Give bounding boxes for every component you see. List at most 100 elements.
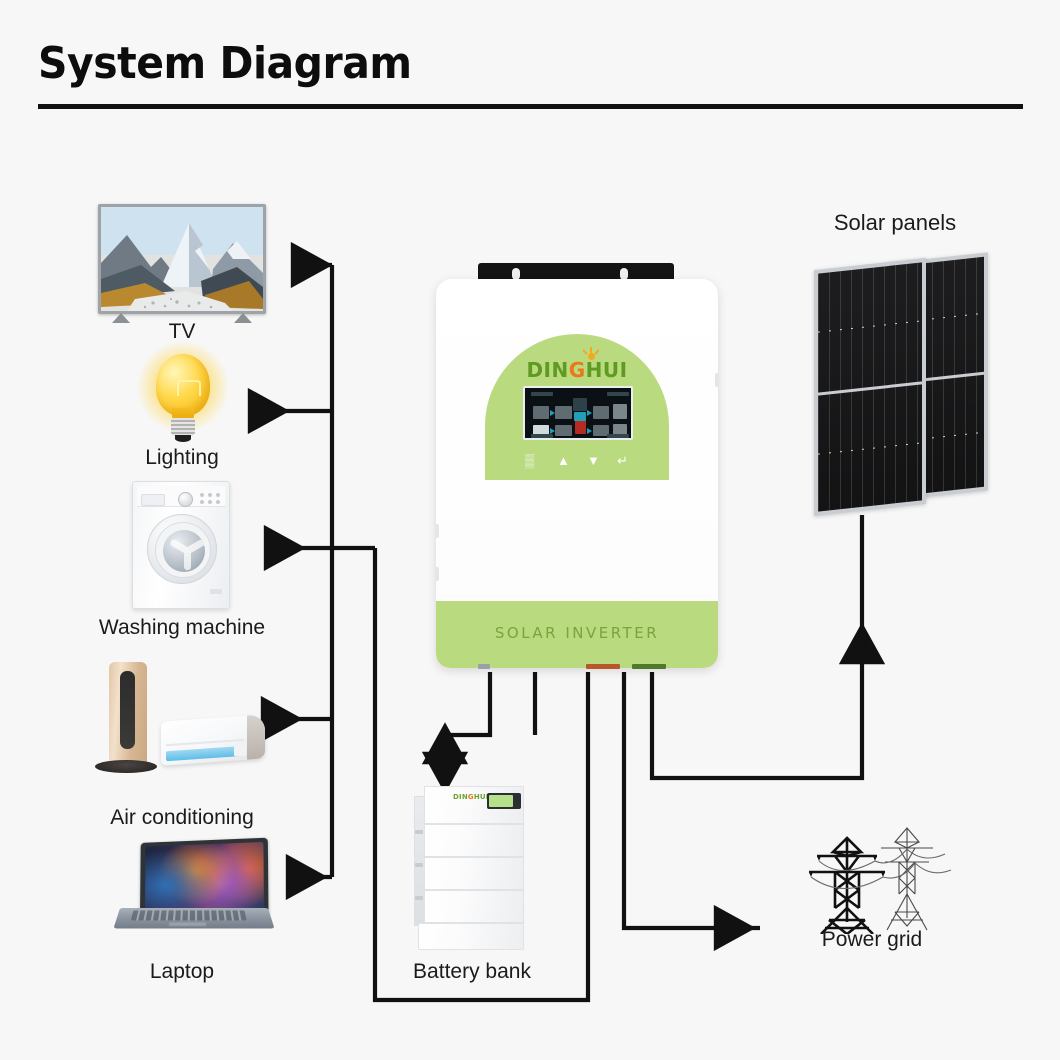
- tv-screen: [101, 207, 263, 311]
- brand-prefix: DIN: [453, 793, 468, 801]
- washer-door-ring: [155, 522, 211, 578]
- inverter-lcd-display[interactable]: [523, 386, 633, 440]
- tv-bezel: [98, 204, 266, 314]
- ac-tower-base: [95, 760, 157, 773]
- bulb-glass: [156, 354, 210, 416]
- page-title: System Diagram: [38, 38, 412, 89]
- inverter-vent: [436, 567, 439, 581]
- battery-module: [424, 824, 524, 857]
- washer-drum-vane: [184, 551, 191, 570]
- washer-door: [147, 514, 217, 584]
- sun-icon: [582, 347, 600, 361]
- ac-tower-vent: [120, 671, 135, 749]
- ac-split-seam: [166, 738, 244, 747]
- lighting-label: Lighting: [145, 446, 219, 469]
- battery-module: [424, 857, 524, 890]
- inverter-bottom-band: SOLAR INVERTER: [436, 599, 718, 668]
- brand-suffix: HUI: [473, 793, 489, 801]
- air-conditioner-icon: [95, 662, 269, 780]
- brand-accent: G: [467, 793, 474, 801]
- washing-machine-icon: [132, 481, 230, 609]
- battery-handle: [415, 863, 423, 867]
- ac-split-air-outlet: [166, 745, 244, 762]
- brand-accent: G: [568, 358, 586, 382]
- transmission-tower-icon: [795, 822, 955, 936]
- wire-solar-to-inverter: [649, 640, 865, 781]
- washer-control-panel: [137, 486, 225, 507]
- solar-panel-cells: [818, 262, 922, 512]
- tv-label: TV: [168, 320, 196, 343]
- inverter-model-label: SOLAR INVERTER: [494, 624, 660, 642]
- air-conditioning-label: Air conditioning: [110, 806, 254, 829]
- light-bulb-icon: [136, 340, 230, 444]
- washer-door-glass: [163, 530, 205, 572]
- inverter-keypad[interactable]: ▒ ▲ ▼ ↵: [523, 454, 633, 470]
- solar-busbar: [818, 320, 922, 333]
- inverter-vent: [436, 524, 439, 538]
- solar-busbar: [818, 442, 922, 455]
- bulb-neck: [172, 408, 194, 420]
- battery-bank-label: Battery bank: [413, 960, 531, 983]
- inverter-terminal-ac: [586, 664, 620, 669]
- battery-display-screen: [489, 795, 513, 807]
- tv-stand-left: [112, 313, 130, 323]
- inverter-brand-logo: DINGHUI: [485, 358, 669, 382]
- inverter-body: DINGHUI: [436, 279, 718, 668]
- solar-inverter[interactable]: DINGHUI: [436, 263, 718, 669]
- wire-grid-to-inverter: [621, 672, 730, 931]
- enter-key[interactable]: ↵: [617, 453, 628, 468]
- washer-program-dial: [178, 492, 193, 507]
- down-key[interactable]: ▼: [587, 453, 600, 468]
- title-divider: [38, 104, 1023, 109]
- inverter-screw-hole: [512, 268, 520, 280]
- menu-key[interactable]: ▒: [525, 453, 535, 468]
- ac-split-side: [247, 714, 265, 760]
- washer-button: [200, 493, 204, 497]
- washing-machine-label: Washing machine: [98, 616, 266, 639]
- battery-handle: [415, 830, 423, 834]
- wire-load-trunk-outer: [372, 548, 591, 1003]
- bulb-contact-tip: [175, 435, 191, 442]
- washer-button: [208, 500, 212, 504]
- battery-base-module: [418, 923, 524, 950]
- battery-display: [487, 793, 521, 809]
- inverter-vent: [715, 373, 718, 387]
- washer-button: [216, 493, 220, 497]
- ac-tower-unit: [109, 662, 147, 766]
- battery-handle: [415, 896, 423, 900]
- washer-detergent-drawer: [141, 494, 165, 506]
- brand-suffix: HUI: [585, 358, 628, 382]
- laptop-lid: [140, 837, 269, 915]
- tv-stand-right: [234, 313, 252, 323]
- washer-button: [208, 493, 212, 497]
- laptop-screen: [144, 842, 264, 910]
- solar-panels-label: Solar panels: [833, 210, 957, 235]
- wire-inverter-to-battery-a: [442, 672, 493, 757]
- inverter-terminal-pv: [478, 664, 490, 669]
- laptop-icon: [113, 837, 275, 950]
- laptop-touchpad: [168, 921, 207, 927]
- bulb-screw-base: [171, 418, 195, 436]
- battery-brand-logo: DINGHUI: [453, 793, 489, 801]
- inverter-screw-hole: [620, 268, 628, 280]
- ac-split-display: [234, 744, 246, 757]
- laptop-keyboard: [130, 910, 247, 921]
- power-grid-label: Power grid: [821, 928, 923, 951]
- laptop-label: Laptop: [149, 960, 215, 983]
- up-key[interactable]: ▲: [557, 453, 570, 468]
- battery-stack-icon: DINGHUI: [414, 780, 532, 950]
- battery-module-top: DINGHUI: [424, 786, 524, 824]
- ac-split-unit: [161, 714, 265, 766]
- washer-brand-mark: [210, 589, 222, 594]
- solar-panel-front: [814, 257, 926, 517]
- washer-button: [216, 500, 220, 504]
- solar-panel-icon: [812, 252, 992, 517]
- solar-panel-crossbar: [818, 381, 922, 396]
- laptop-base: [113, 908, 275, 929]
- washer-drum-vane: [185, 538, 205, 555]
- washer-button: [200, 500, 204, 504]
- tv-icon: [98, 204, 266, 323]
- brand-prefix: DIN: [526, 358, 569, 382]
- inverter-terminal-ground: [632, 664, 666, 669]
